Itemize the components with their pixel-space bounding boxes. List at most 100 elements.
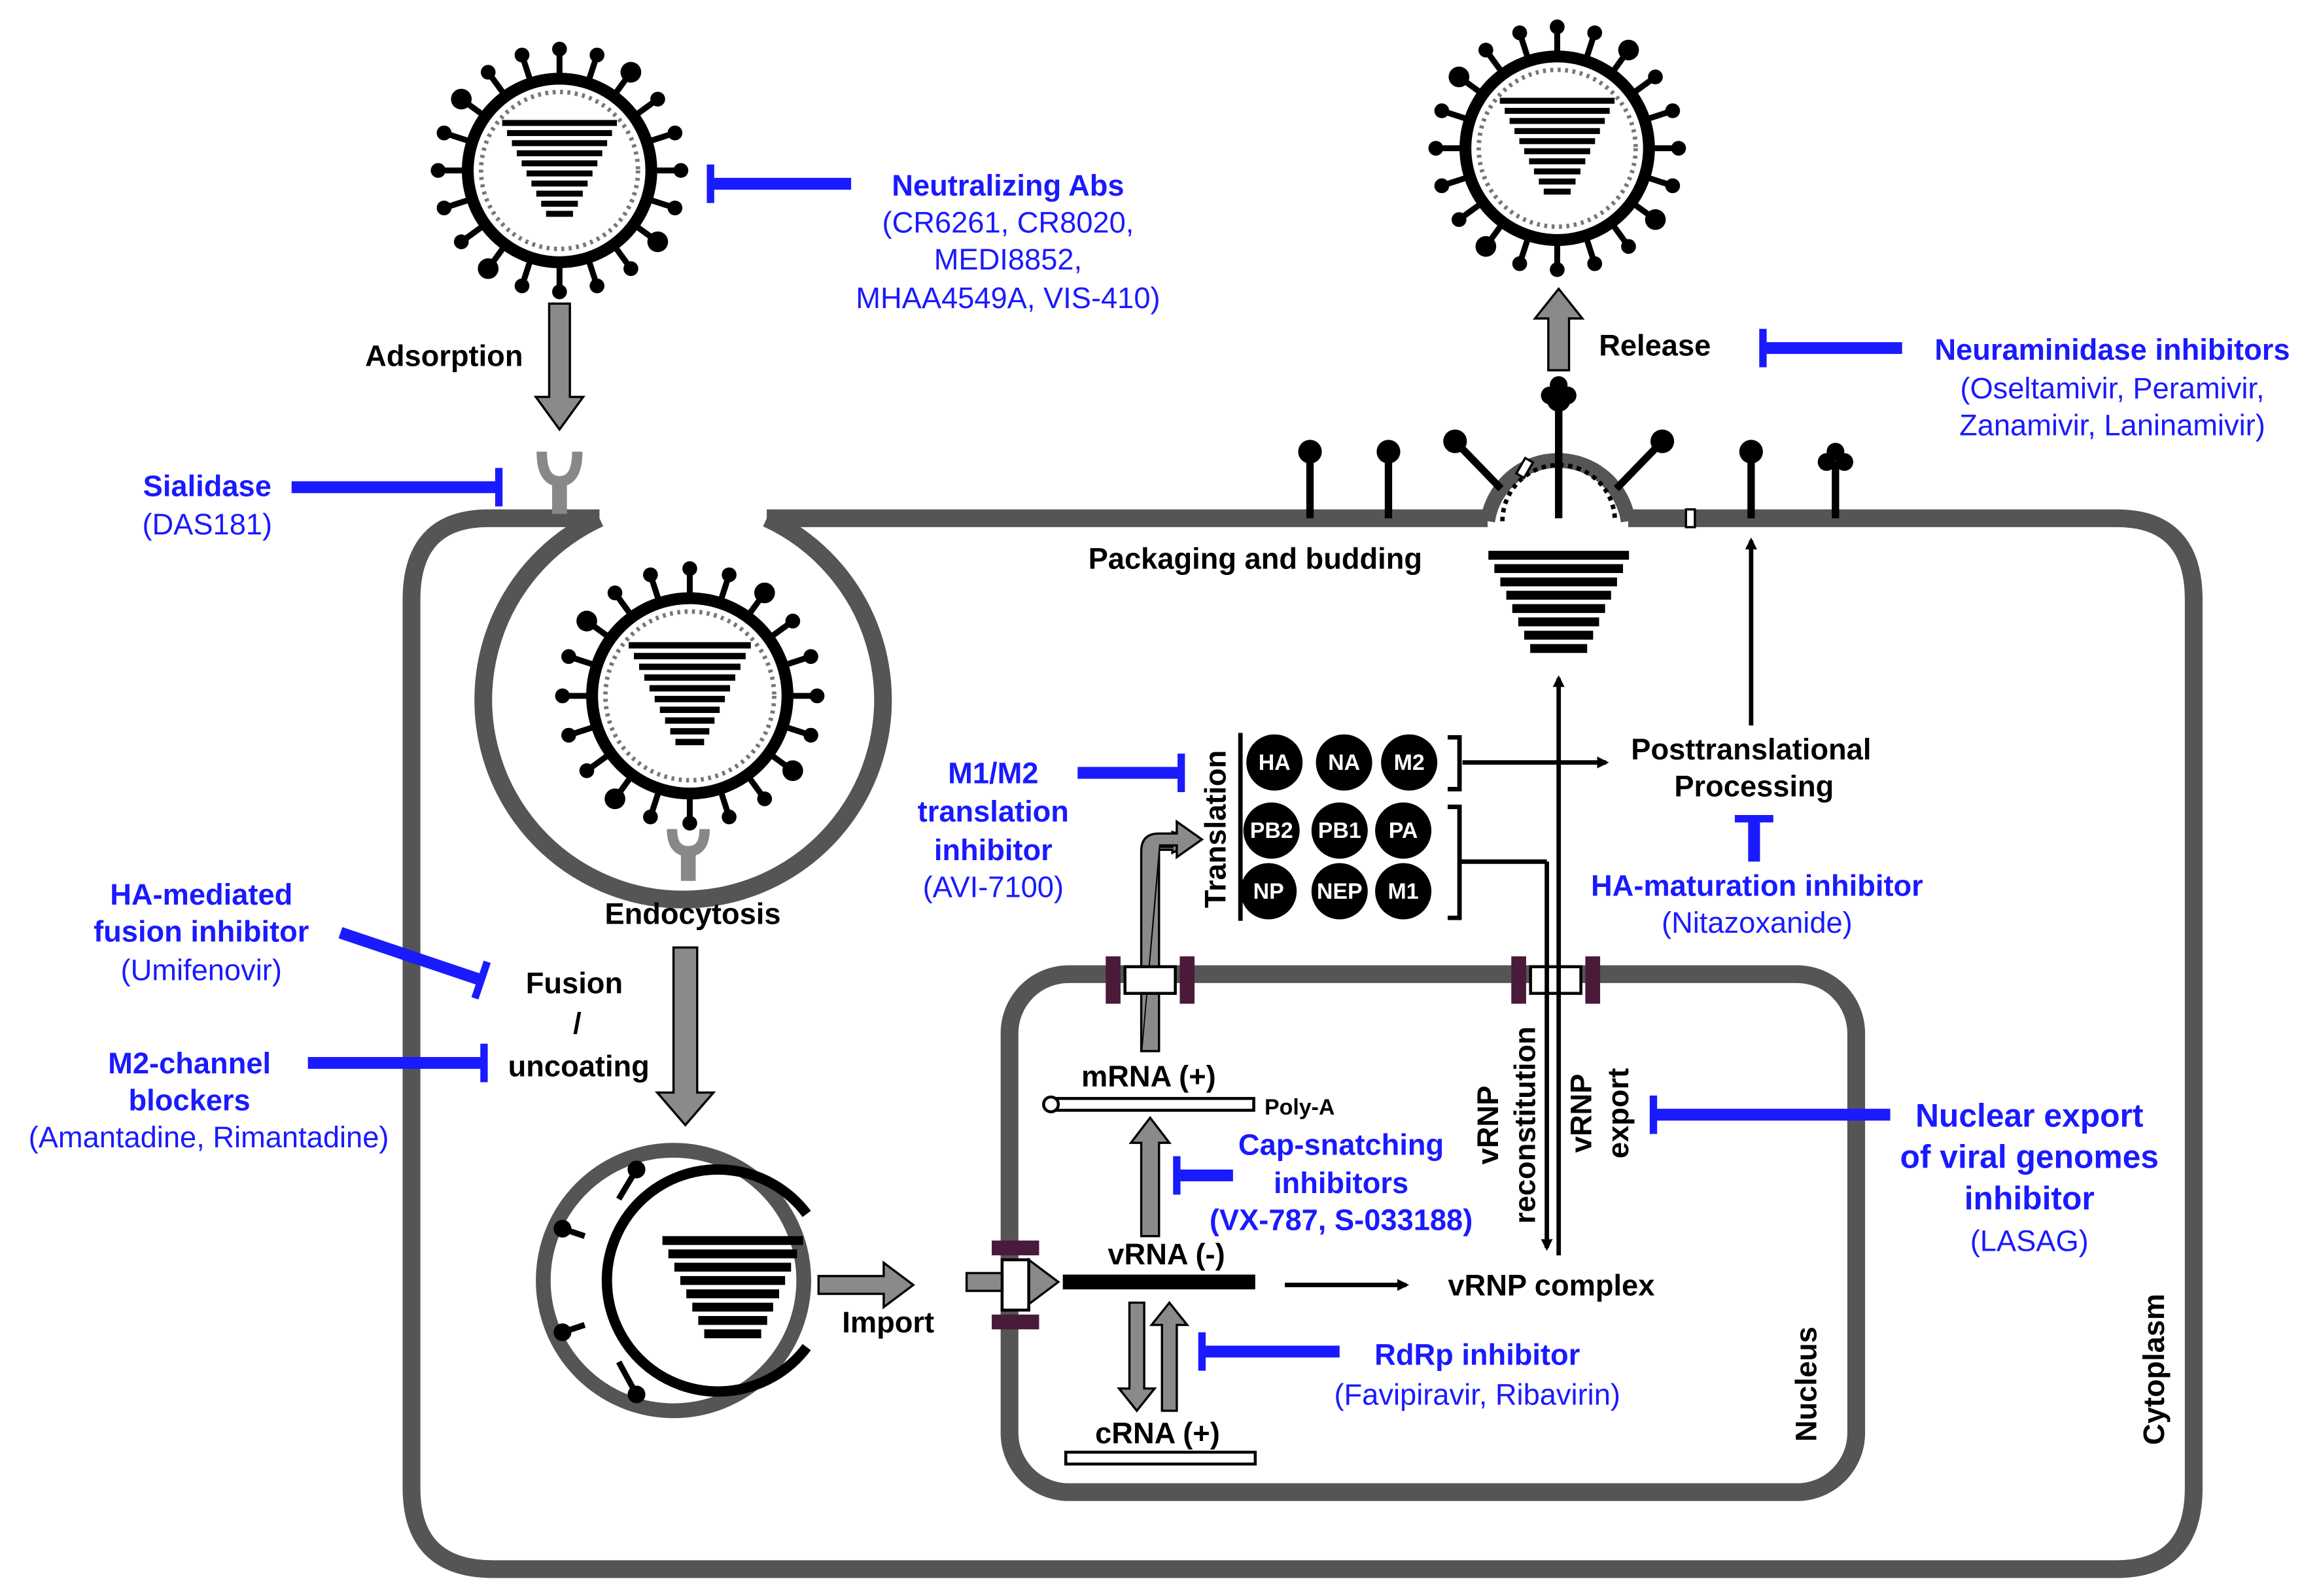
protein-nep: NEP [1311,863,1368,920]
spike-head [785,614,801,629]
label-import: Import [842,1306,934,1339]
inhibitor-bar [471,960,491,1000]
genome-segment [644,674,735,681]
genome-segment [1505,107,1610,114]
inhibition-nuclear-export [1649,1095,1891,1134]
spike-head [555,688,570,704]
protein-label: M1 [1388,879,1419,904]
genome-segment [507,130,612,136]
virion-adsorbing [430,41,689,300]
spike-head [623,261,638,277]
spike-head [451,88,472,110]
neuraminidase-head [1826,442,1845,461]
genome-segment [704,1329,761,1338]
genome-segment [638,663,741,670]
viral-envelope-opened [601,1164,811,1397]
protein-circle [1243,802,1300,859]
m2-channel-title-2: blockers [129,1083,251,1117]
spike-head [579,763,595,778]
spike-head [1587,256,1603,271]
spike-head [1434,178,1450,194]
nuclear-pore [1106,956,1195,1004]
spike-head [436,200,452,216]
protein-circle [1240,863,1297,920]
spike-head [1665,103,1681,118]
nuclear-pore [1511,956,1601,1004]
spike-head [1648,69,1663,84]
label-cytoplasm: Cytoplasm [2137,1294,2171,1445]
genome-segment [502,120,618,126]
label-polya: Poly-A [1265,1095,1335,1120]
spike-head [561,727,576,743]
genome-segment [1539,178,1576,185]
spike-head [627,1160,646,1179]
genome-segment [521,160,598,167]
protein-label: HA [1259,750,1291,775]
genome-segment [698,1315,767,1325]
spike-head [722,567,737,583]
cap-snatching-title-1: Cap-snatching [1238,1128,1444,1161]
nuclear-export-title-2: of viral genomes [1900,1139,2158,1175]
m1m2-title-1: M1/M2 [948,756,1038,789]
label-processing: Processing [1674,770,1834,803]
spike-head [722,809,737,825]
pore-complex [1106,956,1121,1004]
label-vrnp-export-1: vRNP [1564,1074,1597,1153]
spike-head [754,582,775,604]
viral-envelope [1459,50,1655,246]
protein-circle [1316,734,1372,791]
protein-circle [1381,734,1438,791]
pore-complex [992,1240,1039,1256]
label-vrnp-reconstitution-1: vRNP [1471,1086,1505,1165]
genome-segment [1512,604,1605,614]
genome-segment [1494,564,1624,574]
genome-segment [1529,158,1586,165]
m1m2-drugs: (AVI-7100) [923,871,1064,904]
spike-head [782,760,803,782]
protein-m1: M1 [1375,863,1432,920]
genome-segment [536,190,583,197]
genome-segment [692,1302,773,1312]
m2-channel-drugs: (Amantadine, Rimantadine) [29,1120,389,1154]
label-vrna: vRNA (-) [1108,1238,1225,1271]
protein-label: PA [1389,818,1418,843]
spike-head [553,1323,572,1342]
genome-segment [1530,644,1588,653]
spike-head [803,727,818,743]
genome-segment [680,1275,786,1285]
label-uncoating: uncoating [508,1049,650,1083]
spike-head [604,788,625,810]
protein-circle [1246,734,1303,791]
label-vrnp-complex: vRNP complex [1448,1268,1654,1302]
genome-segment [516,150,602,156]
spike-head [1618,39,1639,61]
spike-head [1671,141,1686,156]
spike-head [1665,178,1681,194]
arrow-adsorption [533,302,585,432]
neutralizing-drugs-1: (CR6261, CR8020, [882,206,1134,239]
label-mrna: mRNA (+) [1081,1060,1216,1093]
label-translation: Translation [1199,750,1232,908]
spike-head [1428,141,1444,156]
spike-head [1550,262,1565,277]
fusion-vesicle [536,1143,811,1419]
ha-fusion-title-2: fusion inhibitor [94,914,309,948]
protein-label: PB1 [1318,818,1361,843]
label-vrnp-reconstitution-2: reconstitution [1508,1026,1541,1224]
genome-segment [1533,168,1580,175]
spike-head [1478,43,1493,58]
protein-circle [1375,802,1432,859]
genome-segment [662,1236,803,1245]
genome-segment [670,728,710,735]
rdrp-title: RdRp inhibitor [1374,1338,1580,1372]
neuraminidase-drugs-1: (Oseltamivir, Peramivir, [1960,372,2264,405]
genome-segment [541,200,578,207]
spike-head [1443,429,1467,453]
spike-head [553,1219,572,1238]
inhibitor-line [338,927,483,986]
label-fusion-slash: / [573,1007,582,1040]
inhibition-neuraminidase [1759,328,1902,368]
spike-head [480,65,496,80]
spike-head [647,231,669,252]
